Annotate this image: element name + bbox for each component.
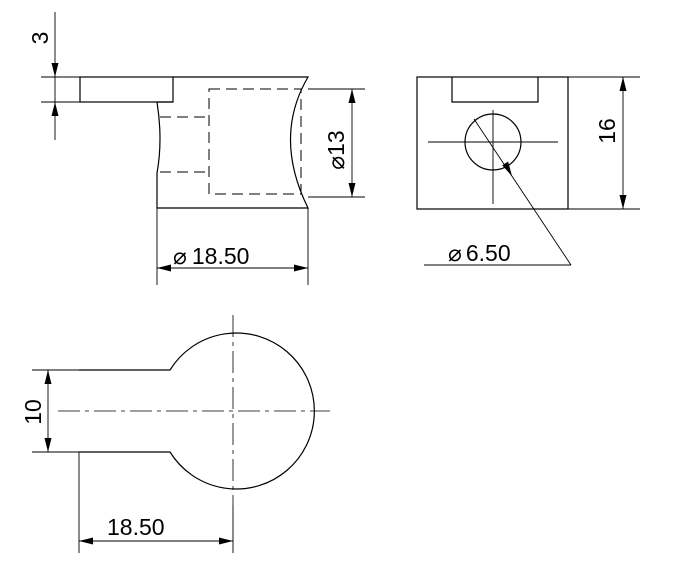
dim-hole-diameter: ⌀6.50 xyxy=(424,118,572,266)
diameter-symbol: ⌀ xyxy=(173,243,187,269)
dim-side-height: 16 xyxy=(568,76,640,210)
side-view: 16 ⌀6.50 xyxy=(416,76,640,266)
dim-flange-thickness: 3 xyxy=(27,12,80,140)
dim-body-diameter-top: ⌀18.50 xyxy=(156,208,309,285)
front-body-outline xyxy=(156,76,310,209)
dim-label-13: 13 xyxy=(323,130,349,156)
plan-view: 10 18.50 xyxy=(20,315,330,553)
dim-body-length-plan: 18.50 xyxy=(78,452,234,553)
dim-label-3: 3 xyxy=(27,32,53,45)
dim-slot-width: 10 xyxy=(20,369,79,453)
dim-label-6-50: 6.50 xyxy=(466,240,511,266)
dim-label-16: 16 xyxy=(594,118,620,144)
svg-text:⌀6.50: ⌀6.50 xyxy=(448,240,511,266)
dim-label-10: 10 xyxy=(20,399,46,425)
dim-label-18-50-plan: 18.50 xyxy=(107,514,165,540)
front-hidden-bore xyxy=(208,88,302,195)
svg-text:⌀13: ⌀13 xyxy=(323,130,349,169)
svg-text:⌀18.50: ⌀18.50 xyxy=(173,243,249,269)
dim-label-18-50-top: 18.50 xyxy=(192,243,250,269)
front-flange-outline xyxy=(79,76,174,103)
side-slot xyxy=(451,77,539,103)
diameter-symbol: ⌀ xyxy=(323,156,349,170)
dim-bore-diameter: ⌀13 xyxy=(308,88,365,198)
diameter-symbol: ⌀ xyxy=(448,240,462,266)
front-view: 3 ⌀13 ⌀18.50 xyxy=(27,12,365,285)
side-outline xyxy=(416,76,569,210)
